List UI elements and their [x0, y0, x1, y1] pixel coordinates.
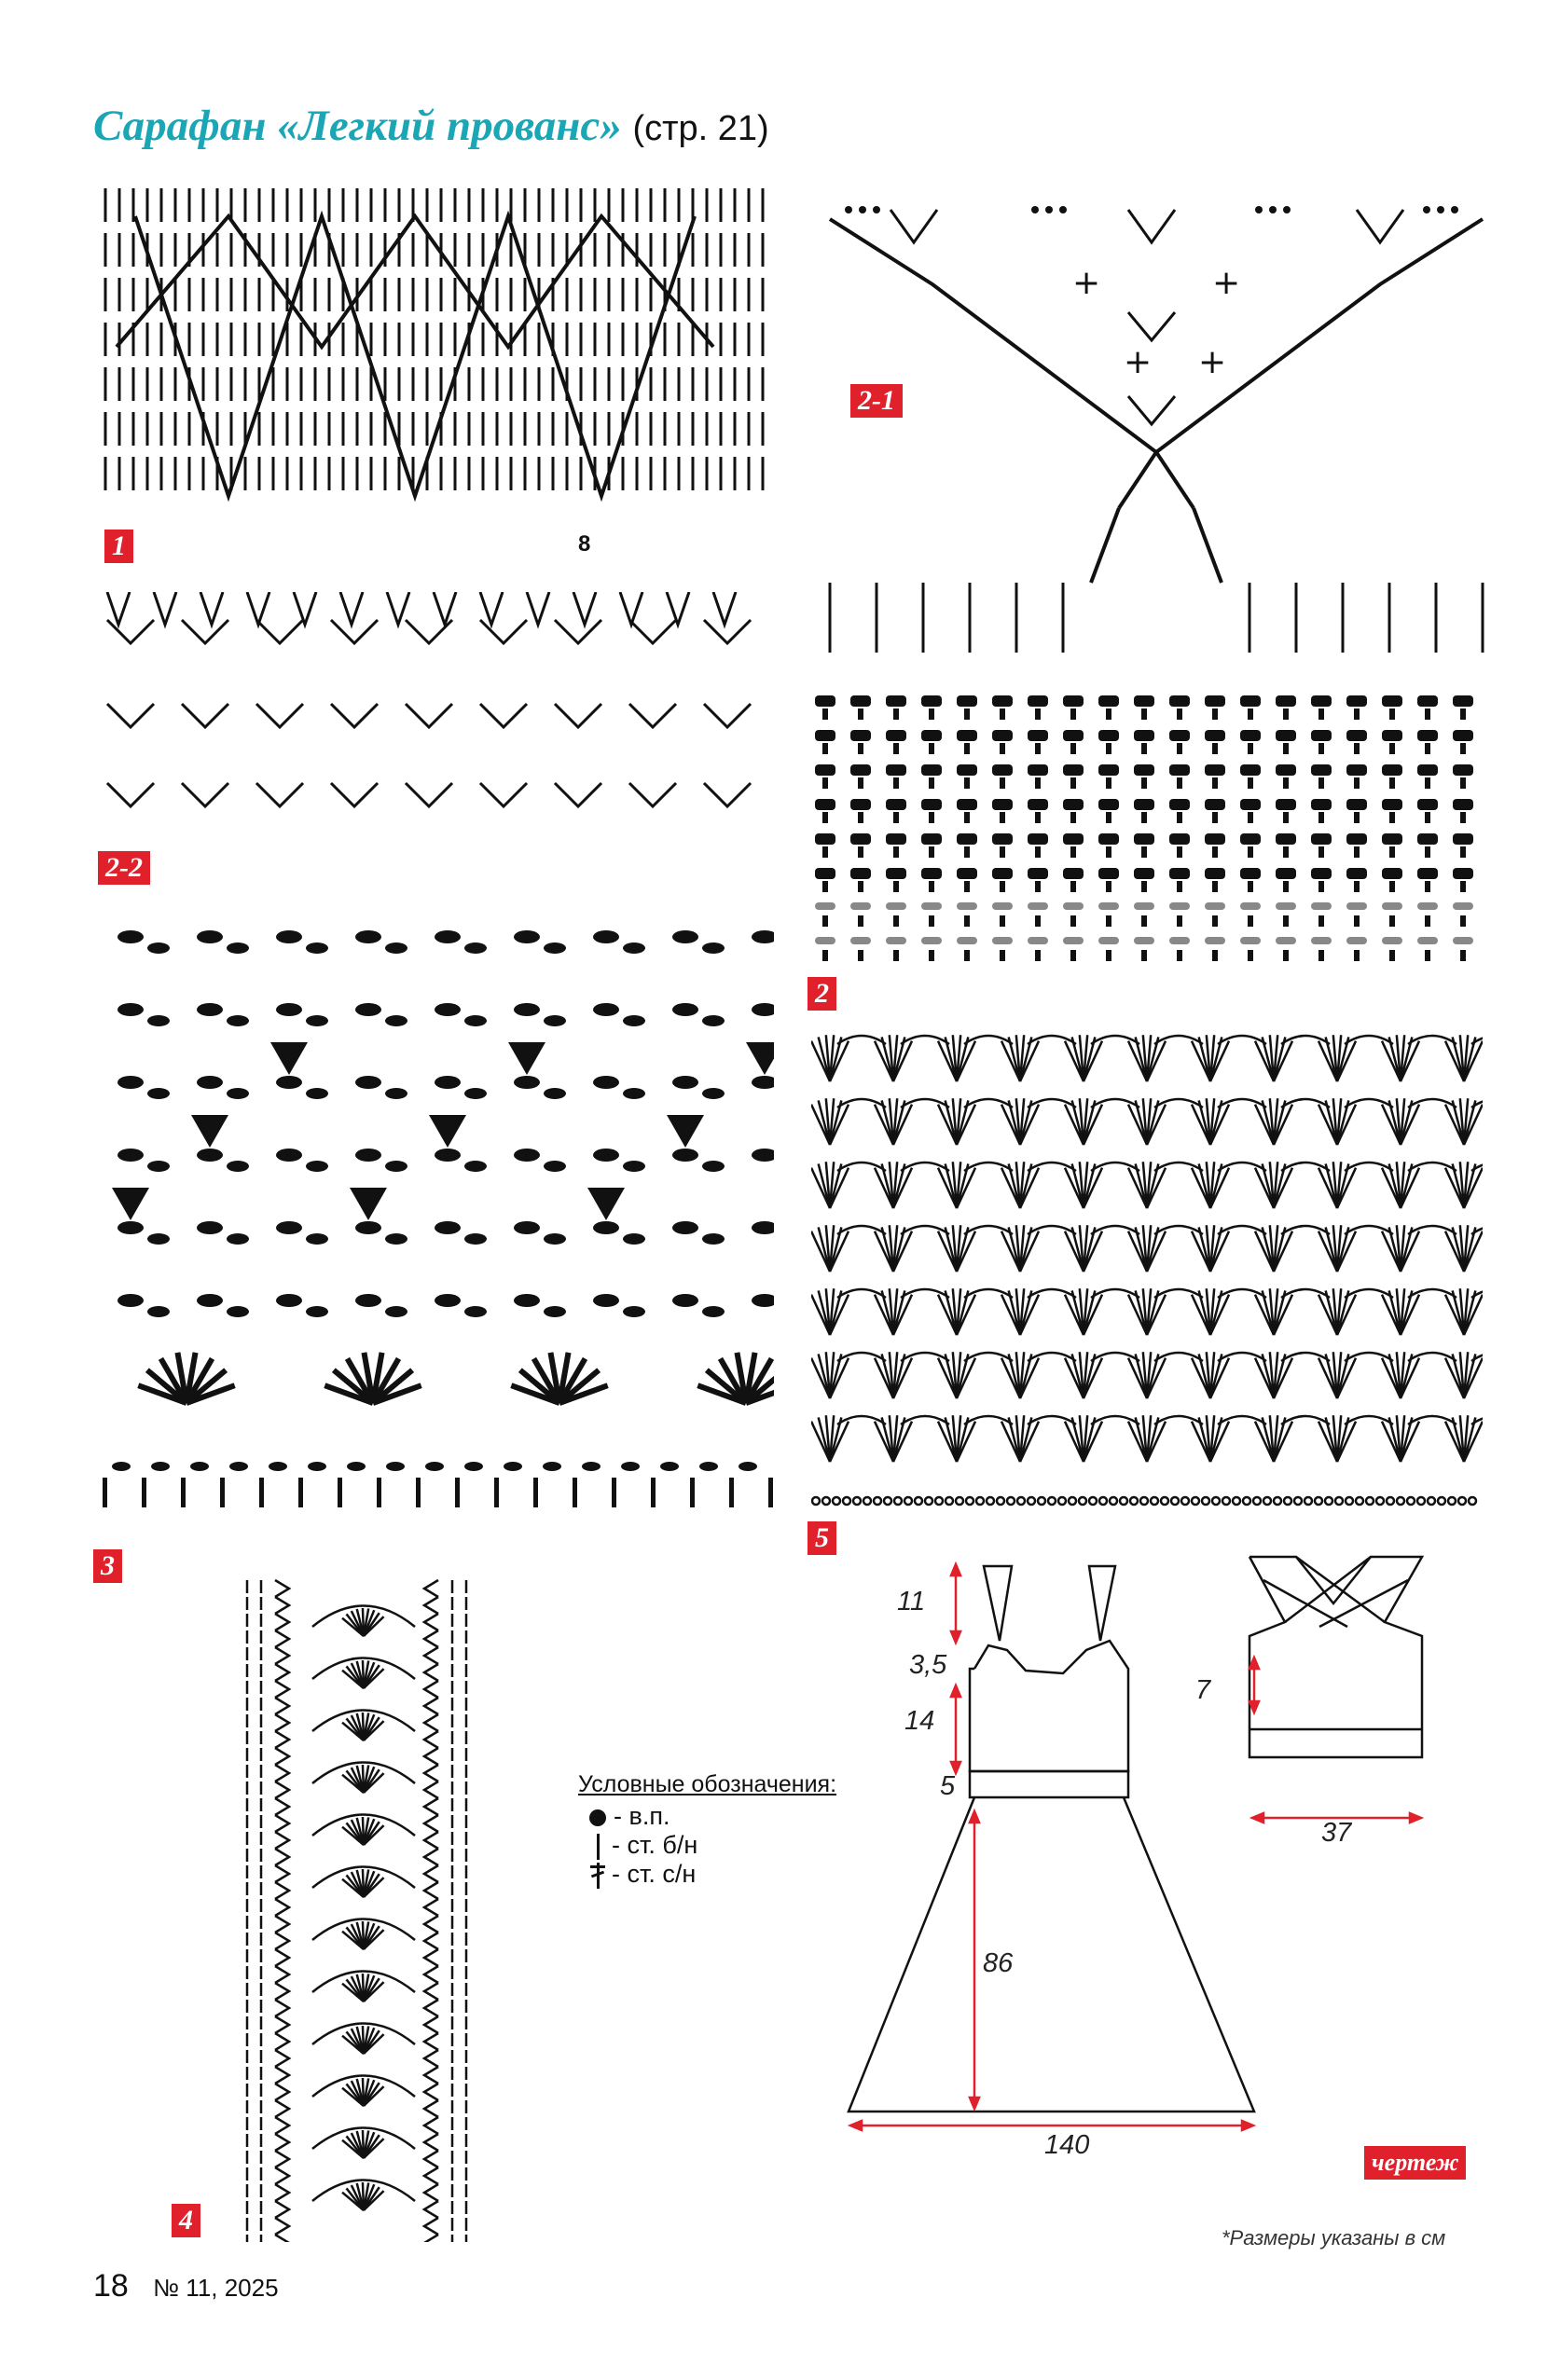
chart-4-strap-pattern	[245, 1578, 468, 2242]
chart-2-1-yoke-diagram: + + + +	[828, 206, 1484, 653]
chart-2-2-symbol-rows	[105, 592, 752, 809]
svg-text:+: +	[1212, 264, 1240, 302]
dim-back-depth: 7	[1195, 1675, 1211, 1705]
footer: 18 № 11, 2025	[93, 2268, 279, 2304]
dim-back-width: 37	[1321, 1818, 1352, 1848]
drawing-label: чертеж	[1364, 2146, 1467, 2180]
chart-2-label: 2	[808, 977, 836, 1011]
size-note: *Размеры указаны в см	[1222, 2226, 1446, 2249]
chart-1-repeat-note: 8	[578, 531, 591, 557]
garment-drawing	[847, 1555, 1425, 2132]
double-crochet-icon	[590, 1862, 605, 1889]
svg-text:+: +	[1198, 343, 1226, 381]
dim-waist: 5	[940, 1771, 956, 1801]
chart-2-1-label: 2-1	[850, 384, 903, 418]
legend: Условные обозначения: - в.п. - ст. б/н -…	[578, 1771, 858, 1889]
dim-strap: 11	[897, 1587, 926, 1616]
chart-3-shell-pattern	[103, 930, 774, 1507]
single-crochet-icon	[597, 1833, 600, 1860]
chart-1-diamond-pattern	[104, 188, 765, 502]
page-title: Сарафан «Легкий прованс» (стр. 21)	[93, 101, 769, 151]
chart-4-label: 4	[172, 2204, 200, 2237]
chain-stitch-icon	[589, 1809, 606, 1826]
legend-item-double-crochet: - ст. с/н	[578, 1860, 858, 1889]
dim-bodice: 14	[904, 1706, 935, 1736]
issue-number: № 11, 2025	[153, 2274, 279, 2302]
chart-2-lace-pattern	[815, 695, 1473, 961]
legend-item-chain: - в.п.	[578, 1802, 858, 1831]
chart-2-2-label: 2-2	[98, 851, 150, 885]
chart-3-label: 3	[93, 1549, 122, 1583]
svg-text:+: +	[1072, 264, 1100, 302]
dim-hem: 140	[1044, 2130, 1090, 2160]
chart-5-label: 5	[808, 1521, 836, 1555]
page-reference: (стр. 21)	[632, 109, 769, 148]
title-text: Сарафан «Легкий прованс»	[93, 102, 622, 150]
dim-skirt: 86	[983, 1948, 1014, 1978]
legend-title: Условные обозначения:	[578, 1771, 837, 1797]
page-number: 18	[93, 2268, 129, 2304]
svg-text:+: +	[1124, 343, 1152, 381]
dim-neck: 3,5	[909, 1650, 947, 1680]
chart-1-label: 1	[104, 530, 133, 563]
chart-5-fan-pattern	[811, 1034, 1483, 1506]
legend-item-single-crochet: - ст. б/н	[578, 1831, 858, 1860]
